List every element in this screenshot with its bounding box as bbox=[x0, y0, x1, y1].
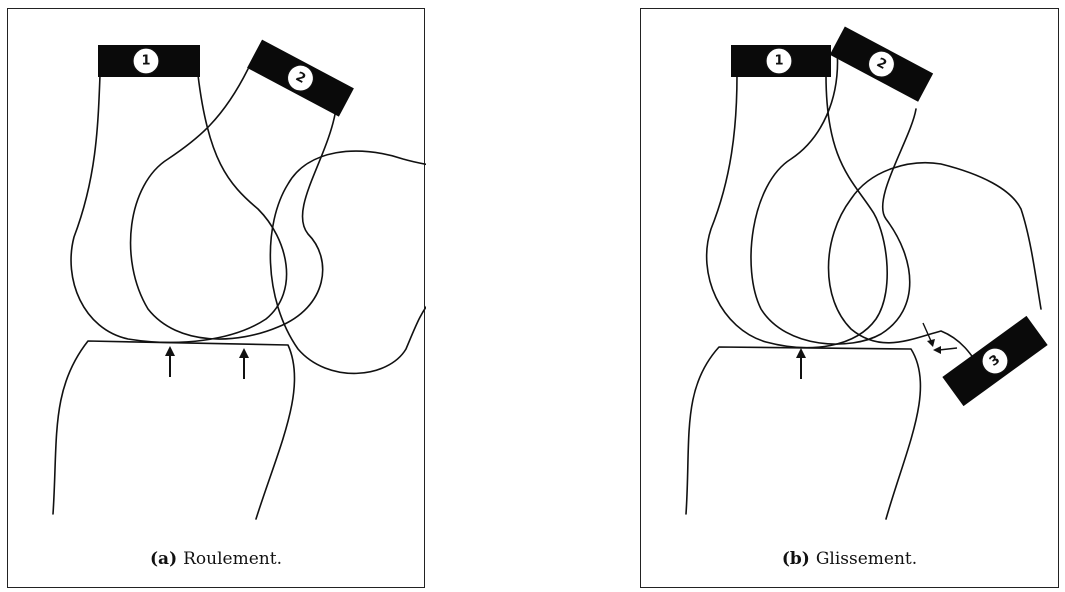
tibia-outline bbox=[685, 346, 922, 520]
caption-text-a: Roulement. bbox=[183, 549, 282, 569]
gap-arrow-upper bbox=[922, 322, 935, 347]
gliding-diagram: 1 2 3 bbox=[685, 26, 1048, 520]
segment-label-1: 1 bbox=[141, 54, 150, 69]
femur-outline-2 bbox=[750, 48, 917, 345]
femur-outline-1 bbox=[705, 74, 888, 349]
caption-tag-b: (b) bbox=[781, 549, 810, 569]
tibia-outline bbox=[52, 340, 296, 520]
rolling-diagram: 1 2 3 bbox=[52, 39, 426, 520]
segment-label-1: 1 bbox=[774, 54, 783, 69]
segment-badge-1 bbox=[765, 47, 793, 75]
caption-b: (b) Glissement. bbox=[641, 531, 1058, 587]
femur-outline-3 bbox=[827, 161, 1042, 370]
segment-badge-2 bbox=[867, 50, 896, 78]
contact-arrow-1 bbox=[796, 348, 806, 379]
femur-outline-1 bbox=[70, 74, 288, 344]
gap-arrow-lower bbox=[933, 346, 958, 354]
caption-a: (a) Roulement. bbox=[8, 531, 424, 587]
femur-outline-2 bbox=[129, 68, 337, 340]
caption-text-b: Glissement. bbox=[815, 549, 918, 569]
figure-panel-b: 1 2 3 (b) Glissement. bbox=[640, 8, 1059, 588]
segment-badge-3 bbox=[981, 347, 1009, 375]
segment-badge-1 bbox=[132, 47, 160, 75]
femur-outline-3 bbox=[269, 150, 426, 375]
contact-arrow-2 bbox=[239, 348, 249, 379]
caption-tag-a: (a) bbox=[150, 549, 178, 569]
contact-arrow-1 bbox=[165, 346, 175, 377]
figure-panel-a: 1 2 3 (a) Roulement. bbox=[7, 8, 426, 588]
segment-badge-2 bbox=[286, 64, 315, 92]
